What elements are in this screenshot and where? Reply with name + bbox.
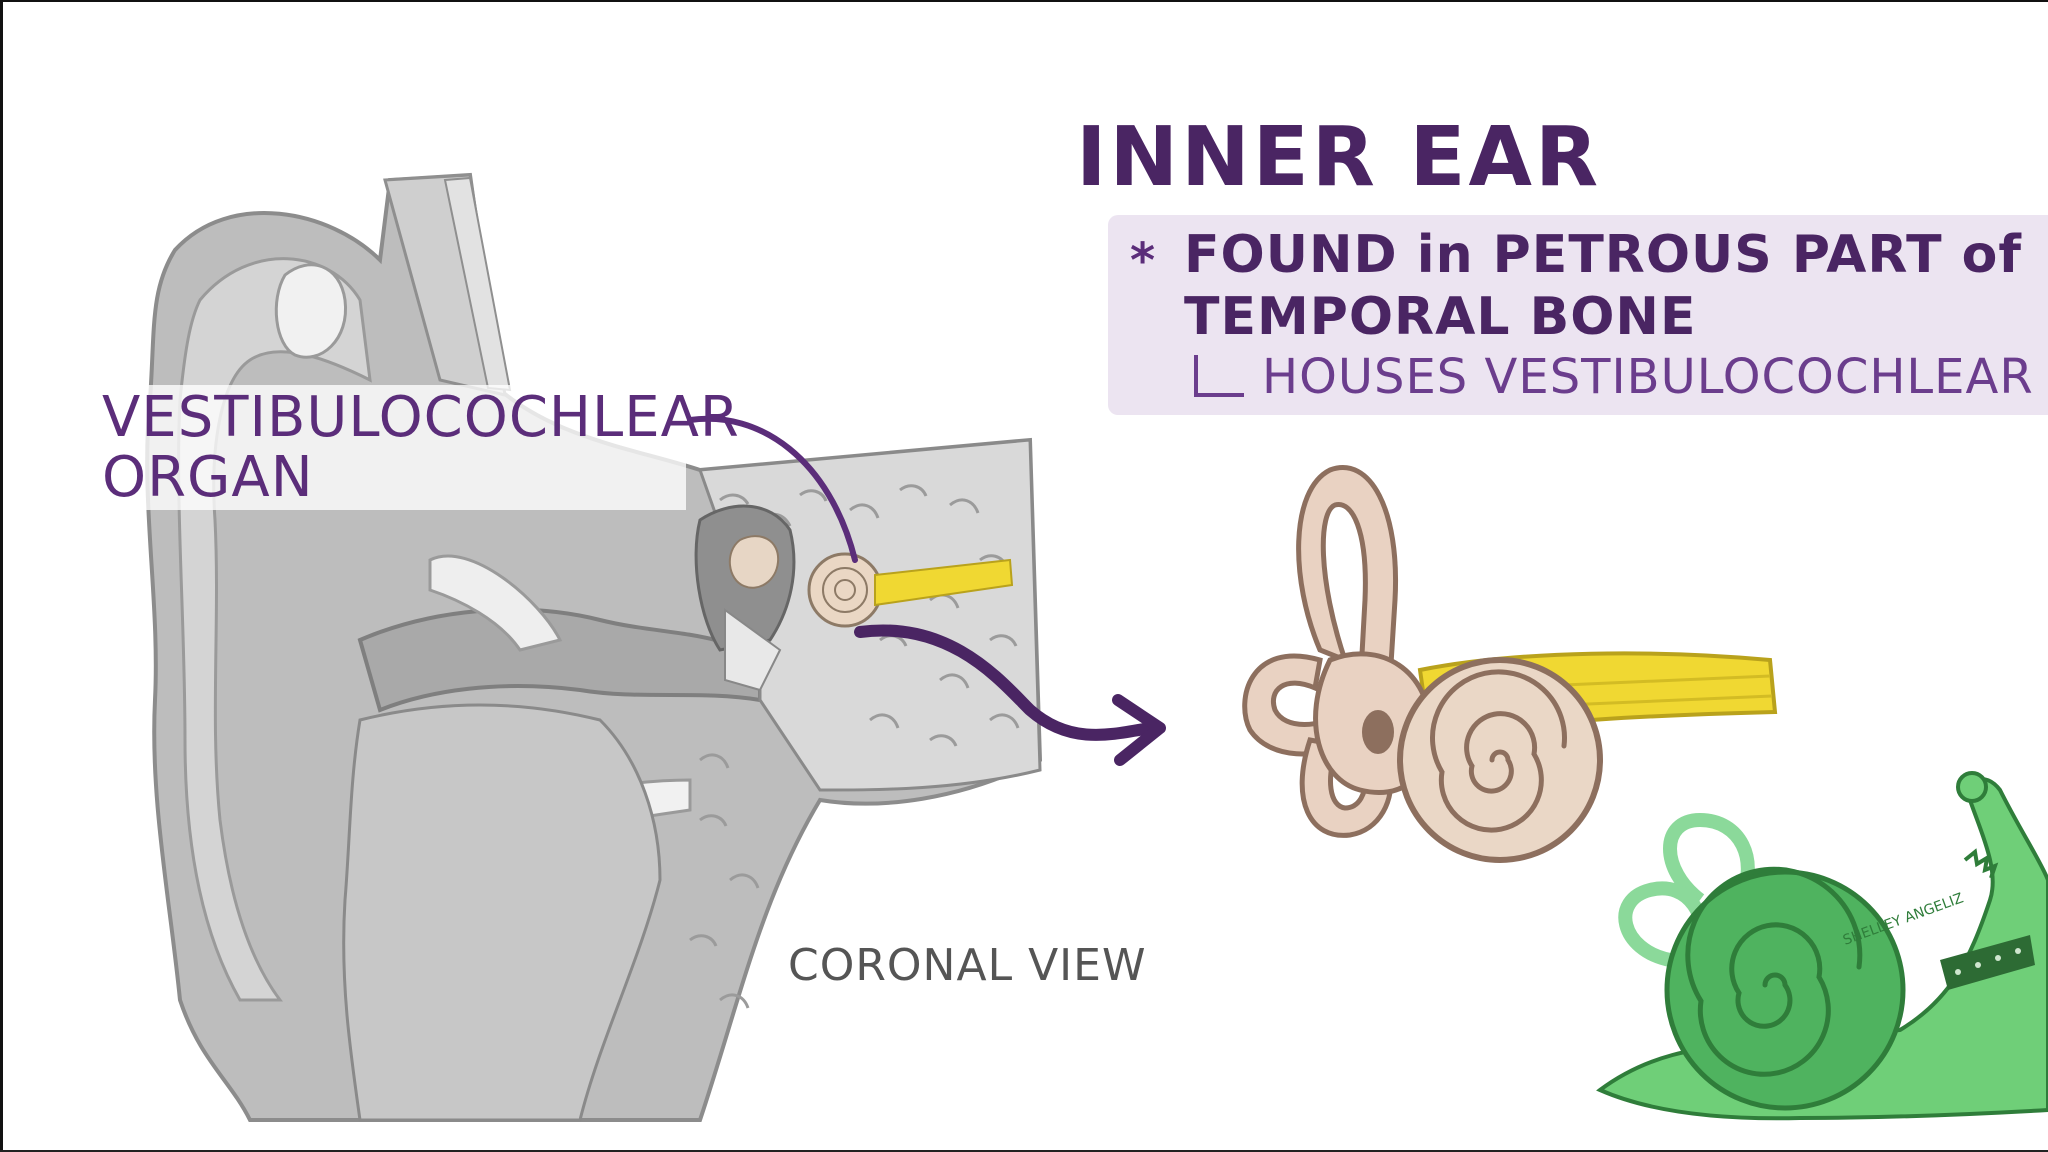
note-box: * FOUND in PETROUS PART of TEMPORAL BONE… [1108,215,2048,415]
frame-top-edge [0,0,2048,2]
helix-fold [177,257,372,1002]
page-title: INNER EAR [1076,110,1602,205]
frame-bottom-edge [0,1150,2048,1152]
oval-window [1362,710,1394,754]
snail-collar [1940,935,2035,990]
note-line-1: FOUND in PETROUS PART of [1184,225,2023,285]
snail-body [1596,777,2048,1121]
organ-pointer-line [687,415,858,563]
organ-label-band [86,385,686,510]
snail-shell-spiral [1685,866,1863,1077]
note-sub-line: HOUSES VESTIBULOCOCHLEAR ORG [1262,349,2048,405]
concha-hollow [274,263,348,359]
asterisk-bullet-icon: * [1130,233,1156,289]
antihelix-patch [428,554,563,652]
cochlea-spiral [1430,669,1567,833]
note-line-2: TEMPORAL BONE [1184,287,1697,347]
snail-spines [1963,848,1999,879]
ear-coronal-section-illustration [145,172,1043,1122]
inner-ear-illustration [1242,465,1778,863]
arrow-to-detail [854,624,1166,766]
elbow-connector-icon [1194,355,1244,397]
tympanic-membrane [724,608,782,692]
ossicles [728,535,780,589]
cochlea-in-section [807,552,883,628]
organ-label: VESTIBULOCOCHLEAR ORGAN [102,385,740,510]
superior-semicircular-canal [1296,465,1399,694]
nerve-in-section [874,558,1014,607]
snail-mascot-illustration: SHELLEY ANGELIZ [1596,771,2048,1121]
frame-left-edge [0,0,3,1152]
snail-shell-loops [1663,812,1755,906]
mastoid-region [342,703,662,1122]
view-label: CORONAL VIEW [788,940,1147,991]
